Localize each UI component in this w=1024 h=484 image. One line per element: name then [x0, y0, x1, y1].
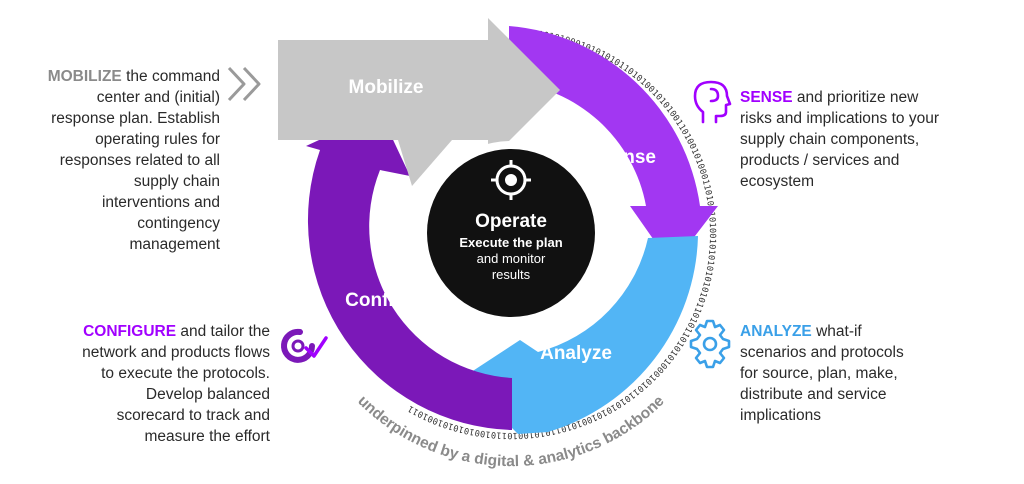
- mobilize-label: Mobilize: [349, 77, 424, 98]
- analyze-desc-line: scenarios and protocols: [740, 344, 904, 361]
- operate-line-1: Execute the plan: [459, 235, 562, 250]
- sense-desc-line: ecosystem: [740, 173, 815, 190]
- configure-desc-line: to execute the protocols.: [101, 365, 270, 382]
- operate-center-disc: [427, 149, 595, 317]
- sense-description: SENSE and prioritize new risks and impli…: [740, 87, 1020, 192]
- gear-check-icon: [281, 328, 328, 363]
- analyze-desc-line: distribute and service: [740, 386, 887, 403]
- configure-arrow: [306, 112, 512, 430]
- head-profile-icon: [693, 80, 732, 124]
- mobilize-desc-line: interventions and: [101, 194, 220, 211]
- mobilize-desc-line: response plan. Establish: [51, 110, 220, 127]
- gear-outline-icon: [689, 319, 731, 369]
- mobilize-desc-line: operating rules for: [95, 131, 220, 148]
- configure-keyword: CONFIGURE: [83, 323, 177, 340]
- sense-desc-line: risks and implications to your: [740, 110, 939, 127]
- analyze-keyword: ANALYZE: [740, 323, 812, 340]
- configure-desc-line: network and products flows: [82, 344, 270, 361]
- mobilize-desc-first: the command: [121, 68, 220, 85]
- configure-description: CONFIGURE and tailor the network and pro…: [20, 321, 270, 447]
- mobilize-description: MOBILIZE the command center and (initial…: [6, 66, 220, 255]
- mobilize-desc-line: supply chain: [133, 173, 220, 190]
- analyze-description: ANALYZE what-if scenarios and protocols …: [740, 321, 1000, 426]
- mobilize-desc-line: center and (initial): [96, 89, 220, 106]
- sense-desc-line: supply chain components,: [740, 131, 920, 148]
- mobilize-desc-line: management: [129, 236, 220, 253]
- target-crosshair-icon: [491, 160, 531, 200]
- analyze-arrow: [462, 236, 698, 434]
- sense-desc-first: and prioritize new: [792, 89, 919, 106]
- sense-arrow: [509, 26, 718, 266]
- configure-desc-line: Develop balanced: [145, 386, 270, 403]
- operate-line-2: and monitor: [477, 251, 546, 266]
- double-chevron-right-icon: [227, 66, 261, 102]
- analyze-desc-line: for source, plan, make,: [740, 365, 898, 382]
- analyze-desc-line: implications: [740, 407, 821, 424]
- analyze-desc-first: what-if: [811, 323, 862, 340]
- operate-line-3: results: [492, 267, 531, 282]
- mobilize-desc-line: responses related to all: [59, 152, 220, 169]
- sense-keyword: SENSE: [740, 89, 793, 106]
- operate-title: Operate: [475, 211, 547, 232]
- sense-label: Sense: [600, 147, 656, 168]
- configure-desc-line: scorecard to track and: [116, 407, 270, 424]
- configure-desc-line: measure the effort: [144, 428, 270, 445]
- mobilize-desc-line: contingency: [137, 215, 220, 232]
- configure-desc-first: and tailor the: [176, 323, 270, 340]
- sense-desc-line: products / services and: [740, 152, 900, 169]
- mobilize-keyword: MOBILIZE: [47, 68, 122, 85]
- configure-label: Configure: [345, 290, 435, 311]
- analyze-label: Analyze: [540, 343, 612, 364]
